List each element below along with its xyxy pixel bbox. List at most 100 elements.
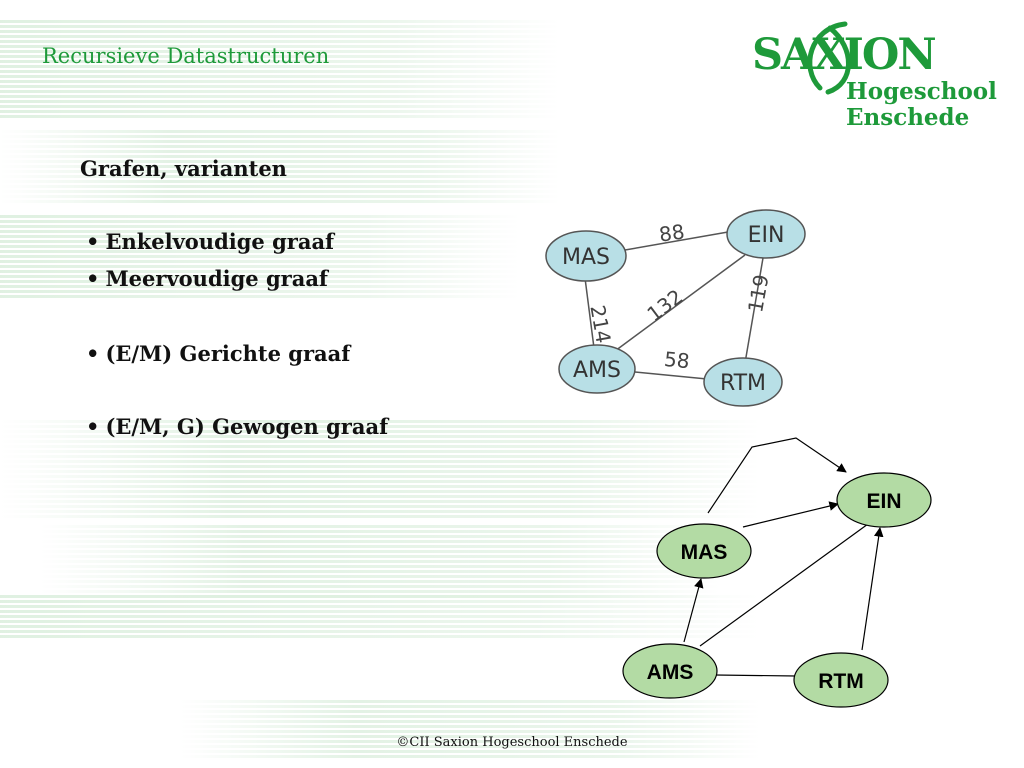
background-stripe bbox=[0, 610, 760, 613]
background-stripe bbox=[0, 190, 560, 193]
background-stripe bbox=[0, 70, 560, 73]
background-stripe bbox=[0, 135, 560, 138]
background-stripe bbox=[0, 465, 760, 468]
background-stripe bbox=[0, 175, 560, 178]
weighted-graph-diagram: 88 119 214 132 58 MAS EIN AMS RTM bbox=[545, 209, 806, 407]
background-stripe bbox=[40, 580, 720, 583]
background-stripe bbox=[180, 735, 760, 738]
background-stripe bbox=[0, 130, 560, 133]
background-stripe bbox=[180, 700, 760, 703]
background-stripe bbox=[0, 90, 560, 93]
background-stripe bbox=[0, 270, 520, 273]
background-stripe bbox=[0, 95, 560, 98]
arc-rtm-ein bbox=[861, 527, 884, 651]
background-stripe bbox=[0, 105, 560, 108]
background-stripe bbox=[40, 560, 720, 563]
background-stripe bbox=[0, 200, 560, 203]
saxion-logo: SAXION Hogeschool Enschede bbox=[750, 18, 1010, 133]
weight-label-ams-ein: 132 bbox=[642, 284, 687, 326]
background-stripe bbox=[40, 590, 720, 593]
background-stripe bbox=[0, 195, 560, 198]
background-stripe bbox=[40, 535, 720, 538]
background-stripe bbox=[0, 25, 560, 28]
background-stripe bbox=[0, 490, 760, 493]
edge-ams-ein bbox=[614, 254, 746, 352]
background-stripe bbox=[0, 505, 760, 508]
edge-ams-rtm bbox=[714, 674, 797, 677]
logo-line-1: Hogeschool bbox=[846, 78, 997, 105]
background-stripe bbox=[40, 525, 720, 528]
background-stripe bbox=[0, 115, 560, 118]
directed-graph-diagram: EIN MAS AMS RTM bbox=[622, 437, 932, 708]
background-stripe bbox=[0, 440, 760, 443]
node-label-mas: MAS bbox=[681, 541, 728, 564]
background-stripe bbox=[180, 740, 760, 743]
background-stripe bbox=[0, 150, 560, 153]
background-stripe bbox=[0, 185, 560, 188]
background-stripe bbox=[0, 240, 520, 243]
background-stripe bbox=[0, 445, 760, 448]
slide-footer: ©CII Saxion Hogeschool Enschede bbox=[396, 735, 628, 750]
background-stripe bbox=[0, 265, 520, 268]
background-stripe bbox=[180, 755, 760, 758]
node-ams bbox=[622, 643, 718, 699]
background-stripe bbox=[0, 80, 560, 83]
node-ein bbox=[726, 209, 806, 259]
background-stripe bbox=[0, 435, 760, 438]
node-label-ein: EIN bbox=[866, 490, 901, 513]
arc-mas-ein bbox=[742, 501, 839, 528]
edge-ams-rtm bbox=[634, 371, 708, 380]
bullet-text: Enkelvoudige graaf bbox=[105, 229, 335, 254]
background-stripe bbox=[0, 255, 520, 258]
background-stripe bbox=[0, 470, 760, 473]
background-stripe bbox=[0, 480, 760, 483]
background-stripe bbox=[0, 40, 560, 43]
bullet-dot-icon: • bbox=[86, 414, 100, 439]
background-stripe bbox=[0, 155, 560, 158]
node-rtm bbox=[703, 357, 783, 407]
node-label-ams: AMS bbox=[647, 661, 694, 684]
background-stripe bbox=[0, 220, 520, 223]
weight-label-ams-rtm: 58 bbox=[663, 347, 691, 374]
background-stripe bbox=[0, 600, 760, 603]
edge-mas-ams bbox=[584, 277, 595, 349]
bullet-item: •Meervoudige graaf bbox=[86, 266, 328, 291]
background-stripe bbox=[0, 475, 760, 478]
background-stripe bbox=[0, 625, 760, 628]
background-stripe bbox=[40, 550, 720, 553]
background-stripe bbox=[0, 245, 520, 248]
background-stripe bbox=[0, 275, 520, 278]
background-stripe bbox=[0, 140, 560, 143]
background-stripe bbox=[0, 500, 760, 503]
edge-ein-rtm bbox=[744, 257, 764, 364]
background-stripe bbox=[0, 485, 760, 488]
background-stripe bbox=[40, 545, 720, 548]
logo-line-2: Enschede bbox=[846, 104, 970, 131]
node-mas bbox=[545, 230, 627, 282]
background-stripe bbox=[40, 555, 720, 558]
background-stripe bbox=[180, 720, 760, 723]
background-stripe bbox=[0, 215, 520, 218]
background-stripe bbox=[180, 705, 760, 708]
background-stripe bbox=[0, 285, 520, 288]
background-stripe bbox=[0, 260, 520, 263]
node-ams bbox=[558, 344, 636, 394]
background-stripe bbox=[0, 145, 560, 148]
background-stripe bbox=[0, 160, 560, 163]
background-stripe bbox=[0, 495, 760, 498]
arc-ams-mas bbox=[683, 578, 704, 643]
node-label-ein: EIN bbox=[748, 223, 785, 248]
background-stripe bbox=[0, 450, 760, 453]
background-stripe bbox=[180, 730, 760, 733]
background-stripe bbox=[0, 420, 760, 423]
bullet-item: •(E/M) Gerichte graaf bbox=[86, 341, 350, 366]
background-stripe bbox=[0, 290, 520, 293]
background-stripe bbox=[0, 510, 760, 513]
background-stripe bbox=[0, 225, 520, 228]
bullet-text: Meervoudige graaf bbox=[105, 266, 328, 291]
slide-header-title: Recursieve Datastructuren bbox=[42, 44, 330, 68]
background-stripe bbox=[0, 280, 520, 283]
background-stripe bbox=[0, 235, 520, 238]
background-stripe bbox=[180, 750, 760, 753]
